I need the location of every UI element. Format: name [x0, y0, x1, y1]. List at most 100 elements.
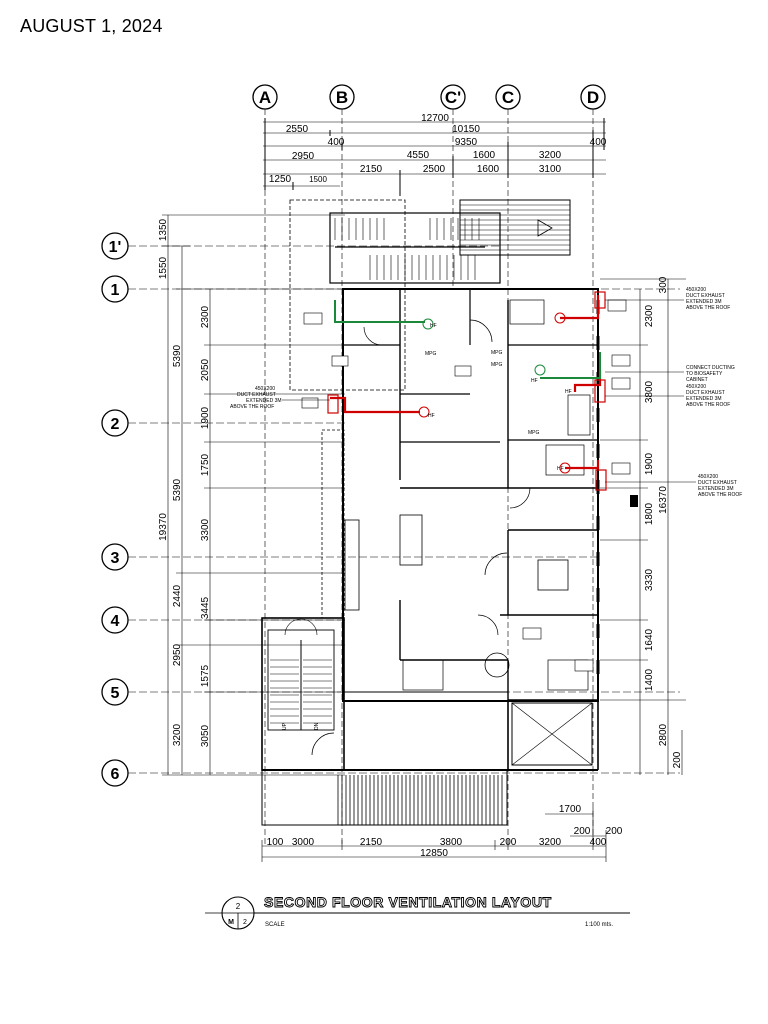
exhaust-ducts [327, 291, 607, 491]
dim-left-19370: 19370 [158, 513, 169, 541]
fan-symbols [301, 299, 631, 672]
scale-value: 1:100 mts. [585, 922, 613, 928]
dim-top-3200: 3200 [539, 150, 562, 161]
sheet-letter: M [228, 919, 234, 926]
sheet-number-bottom: 2 [243, 919, 247, 926]
grid-label-4: 4 [111, 613, 120, 630]
note-left-duct-2: DUCT EXHAUST [237, 392, 276, 398]
upper-stair [334, 199, 571, 280]
dim-right-3330: 3330 [644, 568, 655, 591]
tag-hf-1: HF [430, 323, 437, 329]
bottom-dimension-labels: 1700 200 200 100 3000 2150 3800 200 3200… [267, 804, 623, 859]
grid-label-1: 1 [111, 282, 120, 299]
dim-top-1500: 1500 [309, 175, 327, 184]
row-grid-bubbles: 1' 1 2 3 4 5 6 [101, 232, 129, 787]
dim-left-1750: 1750 [200, 453, 211, 476]
dim-right-300: 300 [658, 276, 669, 293]
dim-bottom-2150: 2150 [360, 837, 383, 848]
note-left-duct-1: 450X200 [255, 386, 275, 392]
dim-right-2300: 2300 [644, 304, 655, 327]
grid-label-d: D [587, 88, 599, 107]
dim-bottom-200a: 200 [574, 826, 591, 837]
note-right-duct1-3: EXTENDED 3M [686, 299, 722, 305]
note-connect-2: TO BIOSAFETY [686, 371, 723, 377]
marker-block [630, 495, 638, 507]
grid-label-c: C [502, 88, 514, 107]
dim-right-2800: 2800 [658, 723, 669, 746]
title-block: 2 M 2 SECOND FLOOR VENTILATION LAYOUT SC… [205, 894, 630, 930]
dim-top-400-left: 400 [328, 137, 345, 148]
grid-label-b: B [336, 88, 348, 107]
note-right-duct1-2: DUCT EXHAUST [686, 293, 725, 299]
dim-left-2050: 2050 [200, 358, 211, 381]
dim-right-1640: 1640 [644, 628, 655, 651]
drawing-date: AUGUST 1, 2024 [20, 16, 163, 36]
note-right-duct2-3: EXTENDED 3M [686, 396, 722, 402]
dim-left-5390a: 5390 [172, 344, 183, 367]
dim-right-16370: 16370 [658, 486, 669, 514]
note-leaders [282, 299, 696, 483]
dim-top-1600b: 1600 [477, 164, 500, 175]
dim-right-1400: 1400 [644, 668, 655, 691]
equipment-tags: HF HF MPG MPG MPG HF HF HF MPG [425, 323, 572, 472]
top-dimension-lines [263, 118, 606, 196]
left-dimension-lines [162, 214, 345, 776]
tag-mpg-4: MPG [528, 430, 540, 436]
dim-top-9350: 9350 [455, 137, 478, 148]
left-dimension-labels: 1350 1550 19370 5390 5390 2440 2950 3200… [158, 218, 211, 747]
dim-bottom-200: 200 [500, 837, 517, 848]
dim-left-3200: 3200 [172, 723, 183, 746]
dim-right-1800: 1800 [644, 502, 655, 525]
dim-top-4550: 4550 [407, 150, 430, 161]
note-right-duct1-1: 450X200 [686, 287, 706, 293]
dim-bottom-3800: 3800 [440, 837, 463, 848]
note-right-duct2-1: 450X200 [686, 384, 706, 390]
duct-notes: 450X200 DUCT EXHAUST EXTENDED 3M ABOVE T… [230, 287, 742, 498]
grid-label-6: 6 [111, 766, 120, 783]
stair-dn-label: DN [314, 722, 320, 730]
scale-label: SCALE [265, 922, 285, 928]
dim-left-3445: 3445 [200, 596, 211, 619]
note-left-duct-4: ABOVE THE ROOF [230, 404, 274, 410]
dim-left-2950: 2950 [172, 643, 183, 666]
note-connect-3: CABINET [686, 377, 708, 383]
dim-bottom-1700: 1700 [559, 804, 582, 815]
grid-label-5: 5 [111, 685, 120, 702]
dim-left-1575: 1575 [200, 664, 211, 687]
dim-bottom-400: 400 [590, 837, 607, 848]
dim-left-1350: 1350 [158, 218, 169, 241]
grid-label-a: A [259, 88, 271, 107]
note-right-duct3-2: DUCT EXHAUST [698, 480, 737, 486]
right-dimension-labels: 2300 3800 1900 1800 3330 1640 1400 2800 … [644, 276, 683, 768]
grid-label-2: 2 [111, 416, 120, 433]
note-right-duct3-1: 450X200 [698, 474, 718, 480]
dim-left-2300: 2300 [200, 305, 211, 328]
note-right-duct1-4: ABOVE THE ROOF [686, 305, 730, 311]
dim-top-2150: 2150 [360, 164, 383, 175]
dim-bottom-overall: 12850 [420, 848, 448, 859]
dim-overall-top: 12700 [421, 113, 449, 124]
grid-label-c-prime: C' [445, 88, 461, 107]
dim-right-3800: 3800 [644, 380, 655, 403]
note-left-duct-3: EXTENDED 3M [246, 398, 282, 404]
tag-hf-2: HF [428, 413, 435, 419]
dim-top-1600: 1600 [473, 150, 496, 161]
dim-top-10150: 10150 [452, 124, 480, 135]
dim-bottom-200b: 200 [606, 826, 623, 837]
dim-left-1900: 1900 [200, 406, 211, 429]
dim-left-2440: 2440 [172, 584, 183, 607]
stair-up-label: UP [282, 722, 288, 730]
dim-left-1550: 1550 [158, 256, 169, 279]
note-right-duct2-4: ABOVE THE ROOF [686, 402, 730, 408]
tag-hf-3: HF [531, 378, 538, 384]
dim-top-1250: 1250 [269, 174, 292, 185]
column-grid-lines [264, 109, 594, 845]
dim-left-5390b: 5390 [172, 478, 183, 501]
tag-mpg-1: MPG [425, 351, 437, 357]
tag-hf-5: HF [557, 466, 564, 472]
bottom-dimension-lines [261, 808, 607, 862]
right-dimension-lines [600, 278, 686, 775]
grid-label-1-prime: 1' [109, 239, 122, 256]
dim-top-2500: 2500 [423, 164, 446, 175]
